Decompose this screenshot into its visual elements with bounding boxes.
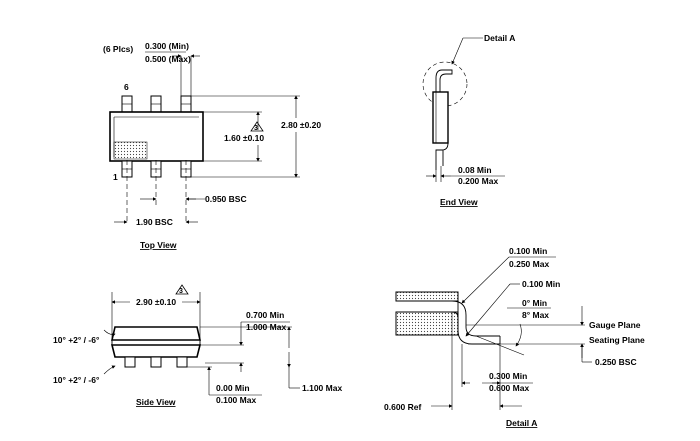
body-width-dim: 1.60 ±0.10: [224, 133, 264, 143]
top-view: (6 Plcs) 0.300 (Min) 0.500 (Max) 6 1: [103, 41, 321, 250]
foot-length-min: 0.300 Min: [489, 371, 527, 381]
side-lead-2: [150, 356, 162, 368]
detail-a-callout: Detail A: [484, 33, 515, 43]
pin-1-label: 1: [113, 172, 118, 182]
side-lead-3: [176, 356, 188, 368]
pin1-marker: [113, 141, 148, 160]
lead-ref: 0.600 Ref: [384, 402, 421, 412]
radius-min: 0.100 Min: [509, 246, 547, 256]
side-body-bottom: [110, 344, 202, 358]
lead-thickness-max: 0.200 Max: [458, 176, 498, 186]
angle-min: 0° Min: [522, 298, 547, 308]
lead-thickness-min: 0.08 Min: [458, 165, 492, 175]
angle-top-label: 10° +2° / -6°: [53, 335, 100, 345]
angle-bottom-label: 10° +2° / -6°: [53, 375, 100, 385]
side-view-title: Side View: [136, 397, 176, 407]
detail-body-lower: [395, 311, 459, 336]
pin-count-label: (6 Plcs): [103, 44, 133, 54]
lead-width-min: 0.300 (Min): [145, 41, 189, 51]
side-view: 2.90 ±0.10 3 10° +2° / -6° 10° +2° / -6°…: [53, 284, 342, 407]
body-height-min: 0.700 Min: [246, 310, 284, 320]
pitch-dim: 0.950 BSC: [205, 194, 247, 204]
overall-width-dim: 2.80 ±0.20: [281, 120, 321, 130]
standoff-min: 0.00 Min: [216, 383, 250, 393]
seating-plane-label: Seating Plane: [589, 335, 645, 345]
gauge-offset: 0.250 BSC: [595, 357, 637, 367]
note-symbol-top: 3: [254, 125, 258, 132]
inner-radius: 0.100 Min: [522, 279, 560, 289]
end-view: Detail A 0.08 Min 0.200 Max End View: [422, 33, 515, 207]
detail-a: 0.100 Min 0.250 Max 0.100 Min 0° Min 8° …: [384, 246, 645, 428]
foot-length-max: 0.600 Max: [489, 383, 529, 393]
note-symbol-side: 3: [179, 288, 183, 295]
pin-6-label: 6: [124, 82, 129, 92]
gauge-plane-label: Gauge Plane: [589, 320, 641, 330]
lead-width-max: 0.500 (Max): [145, 54, 191, 64]
top-view-title: Top View: [140, 240, 177, 250]
radius-max: 0.250 Max: [509, 259, 549, 269]
detail-body-upper: [395, 291, 459, 302]
side-lead-1: [124, 356, 136, 368]
standoff-max: 0.100 Max: [216, 395, 256, 405]
side-body-top: [110, 326, 202, 341]
detail-a-title: Detail A: [506, 418, 537, 428]
detail-a-circle: [422, 61, 468, 107]
end-view-title: End View: [440, 197, 478, 207]
body-length-dim: 2.90 ±0.10: [136, 297, 176, 307]
angle-max: 8° Max: [522, 310, 549, 320]
overall-height: 1.100 Max: [302, 383, 342, 393]
span-dim: 1.90 BSC: [136, 217, 173, 227]
end-view-body: [432, 91, 449, 144]
